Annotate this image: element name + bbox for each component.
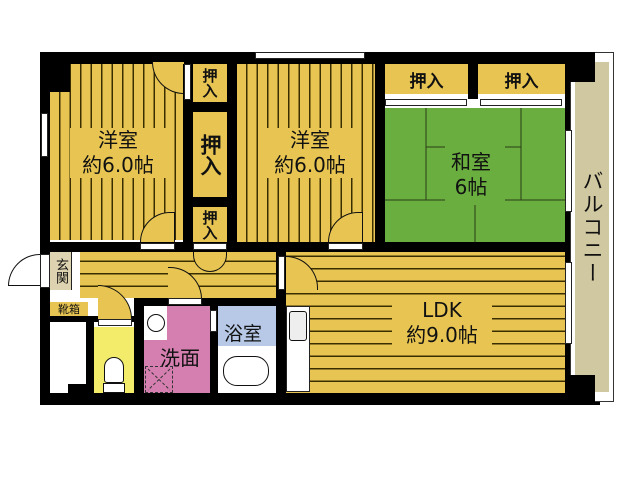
bathroom [218, 306, 276, 346]
ldk-window-right [565, 262, 572, 344]
wall-closets-room2 [227, 64, 237, 254]
room1-corner [50, 64, 70, 92]
storage-lower-left [50, 325, 86, 393]
room1-window-left [41, 113, 48, 157]
room1-door-opening[interactable] [140, 243, 175, 250]
entrance-door-opening[interactable] [40, 254, 50, 288]
closet-top-small: 押入 [193, 64, 227, 102]
wall-lower-left-h [50, 316, 138, 322]
wall-room1-closets [183, 64, 193, 254]
wall-wash-top [134, 298, 284, 306]
western-room-2-label: 洋室 約6.0帖 [262, 128, 358, 178]
balcony: バルコニー [575, 62, 609, 392]
tatami-lines [385, 108, 565, 242]
outer-wall-bottom [40, 393, 600, 405]
entrance: 玄関 [50, 252, 72, 290]
bathtub-icon [223, 356, 269, 386]
closet-middle: 押入 [193, 112, 227, 197]
closet-jp-divider [468, 64, 478, 99]
wall-room2-japanese [375, 64, 385, 254]
japanese-room-label: 和室 6帖 [425, 150, 517, 200]
outer-wall-left-lower [40, 285, 50, 405]
shoe-box: 靴箱 [50, 302, 88, 316]
closet-japanese-right: 押入 [478, 64, 565, 94]
room2-door-opening[interactable] [328, 243, 363, 250]
washroom-door-opening[interactable] [168, 298, 202, 305]
entrance-door[interactable] [8, 254, 40, 286]
wall-mid-horizontal [50, 242, 565, 252]
wall-toilet-wash [134, 298, 144, 394]
bathroom-label: 浴室 [224, 323, 263, 345]
wall-bath-ldk [276, 252, 286, 394]
japanese-room [385, 108, 565, 242]
japanese-window-right [565, 130, 572, 212]
wall-opening [184, 64, 191, 100]
balcony-corner-top [565, 52, 595, 82]
ldk [286, 252, 565, 393]
toilet-icon [104, 357, 124, 383]
washing-machine-x-icon [147, 368, 171, 391]
balcony-corner-bottom [565, 375, 595, 405]
closet-divider-1 [193, 102, 233, 112]
closet-japanese-left: 押入 [385, 64, 468, 94]
japanese-room-size: 6帖 [454, 175, 488, 199]
ldk-label: LDK 約9.0帖 [392, 298, 492, 348]
ldk-name: LDK [422, 298, 462, 322]
closet-bottom-door[interactable] [193, 243, 227, 250]
western-room-1-name: 洋室 [98, 128, 138, 152]
ldk-size: 約9.0帖 [406, 323, 478, 347]
western-room-2-size: 約6.0帖 [274, 153, 346, 177]
closet-jp-left-door[interactable] [385, 99, 467, 106]
ldk-door-opening[interactable] [278, 256, 285, 290]
wall-storage-toilet [86, 316, 94, 394]
bath-door-opening[interactable] [210, 310, 217, 332]
shoe-box-label: 靴箱 [58, 303, 80, 316]
kitchen-sink-icon [289, 311, 307, 341]
closet-divider-2 [193, 197, 233, 207]
outer-wall-left [40, 52, 50, 312]
entrance-step [50, 290, 80, 296]
balcony-label: バルコニー [580, 169, 604, 285]
washbasin-icon [147, 314, 165, 332]
washing-machine-space [145, 366, 173, 393]
storage-notch [68, 384, 86, 394]
closet-jp-right-door[interactable] [480, 99, 562, 106]
entrance-label: 玄関 [53, 258, 68, 284]
wall-wash-bath [210, 306, 218, 394]
toilet-door-opening[interactable] [98, 319, 132, 326]
western-room-1-label: 洋室 約6.0帖 [70, 128, 166, 178]
toilet-tank-icon [103, 383, 125, 393]
closet-bottom-small: 押入 [193, 207, 227, 243]
western-room-1-size: 約6.0帖 [82, 153, 154, 177]
japanese-room-name: 和室 [451, 150, 491, 174]
room2-window-top [255, 52, 365, 59]
western-room-2-name: 洋室 [290, 128, 330, 152]
washroom-label: 洗面 [160, 346, 200, 370]
